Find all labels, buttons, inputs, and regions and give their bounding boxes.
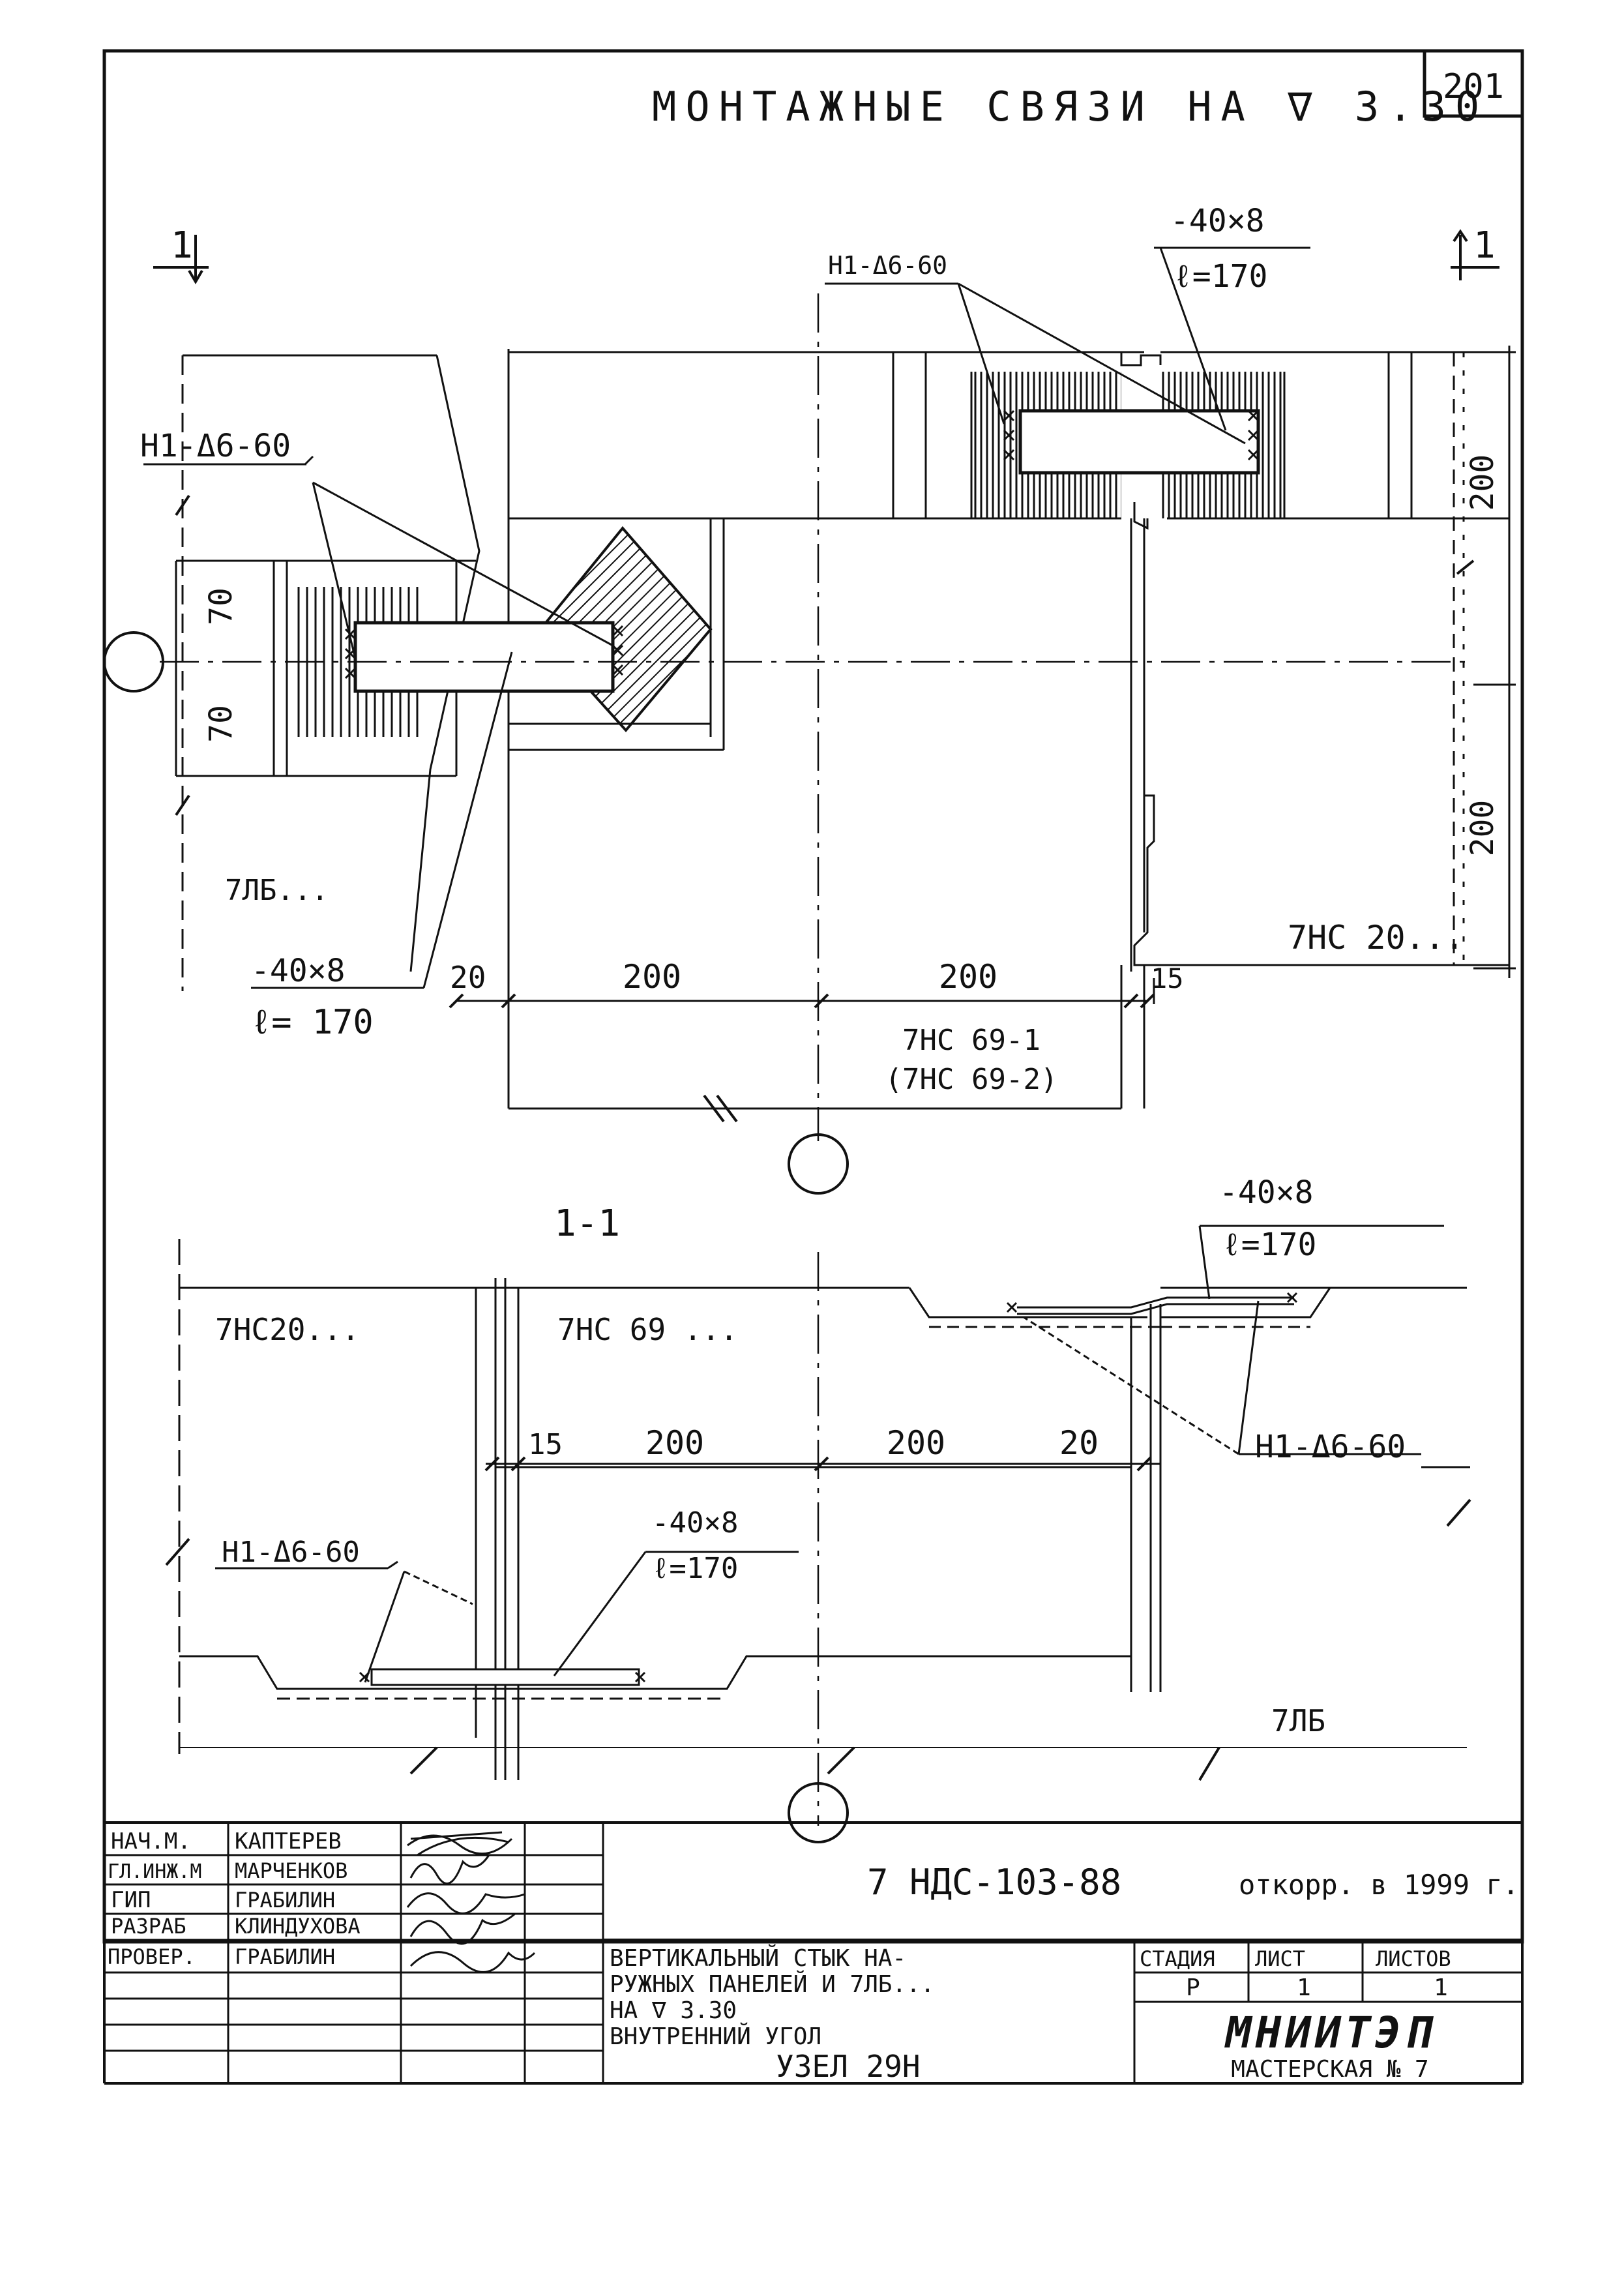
plan-dim-70-upper: 70	[203, 588, 239, 625]
tb-role-nach-m: НАЧ.М.	[111, 1828, 191, 1854]
plan-dim-70-lower: 70	[203, 705, 239, 743]
plan-plate-left-size: -40×8	[251, 953, 346, 989]
plan-weld-top-label: Н1-Δ6-60	[828, 251, 947, 280]
plan-weld-left-label: Н1-Δ6-60	[140, 428, 291, 464]
tb-name-marchenkov: МАРЧЕНКОВ	[235, 1858, 347, 1883]
tb-role-gl-inzh: ГЛ.ИНЖ.М	[108, 1860, 202, 1883]
tb-desc-line-1: ВЕРТИКАЛЬНЫЙ СТЫК НА-	[610, 1944, 906, 1972]
sheet-number-box	[1423, 49, 1524, 118]
tb-desc-line-3: НА ∇ 3.30	[610, 1997, 737, 2024]
section-dim-20: 20	[1059, 1424, 1099, 1462]
tb-sheet-label: ЛИСТ	[1255, 1946, 1305, 1971]
section-dim-200-a: 200	[645, 1424, 704, 1462]
section-plate-top-length: ℓ=170	[1222, 1227, 1316, 1263]
plan-plate-top-length: ℓ=170	[1174, 258, 1267, 295]
tb-desc-line-2: РУЖНЫХ ПАНЕЛЕЙ И 7ЛБ...	[610, 1971, 935, 1998]
plan-dim-200-right-lower: 200	[1464, 800, 1501, 857]
drawing-title: МОНТАЖНЫЕ СВЯЗИ НА ∇ 3.30	[652, 83, 1488, 130]
tb-role-prover: ПРОВЕР.	[108, 1944, 196, 1969]
tb-name-klindukhova: КЛИНДУХОВА	[235, 1914, 361, 1939]
section-plate-top-size: -40×8	[1219, 1174, 1314, 1211]
plan-dim-20: 20	[450, 960, 486, 995]
tb-role-gip: ГИП	[111, 1887, 151, 1913]
title-block	[103, 1821, 1524, 2085]
section-label-7ns69: 7НС 69 ...	[557, 1312, 738, 1347]
tb-stage-label: СТАДИЯ	[1140, 1946, 1215, 1971]
plan-label-7ns20: 7НС 20...	[1288, 919, 1464, 957]
section-dim-15: 15	[528, 1428, 563, 1461]
cut-mark-left: 1	[171, 224, 193, 267]
section-label-7ns20: 7НС20...	[215, 1312, 360, 1347]
section-weld-right-label: Н1-Δ6-60	[1255, 1429, 1406, 1465]
section-plate-bottom-size: -40×8	[652, 1506, 738, 1540]
plan-panel-mark-alt: (7НС 69-2)	[885, 1063, 1058, 1096]
tb-name-kapterev: КАПТЕРЕВ	[235, 1828, 342, 1854]
sheet-frame	[102, 49, 1524, 1944]
tb-desc-line-4: ВНУТРЕННИЙ УГОЛ	[610, 2023, 821, 2050]
tb-name-grabilin-1: ГРАБИЛИН	[235, 1888, 335, 1912]
plan-plate-top-size: -40×8	[1170, 203, 1265, 239]
plan-dim-200-a: 200	[623, 958, 681, 996]
tb-revision: откорр. в 1999 г.	[1239, 1869, 1519, 1901]
section-weld-marks	[359, 1292, 1298, 1683]
tb-workshop: МАСТЕРСКАЯ № 7	[1231, 2056, 1428, 2083]
tb-name-grabilin-2: ГРАБИЛИН	[235, 1944, 335, 1969]
plan-dim-200-right-upper: 200	[1464, 454, 1501, 511]
section-weld-left-label: Н1-Δ6-60	[222, 1536, 360, 1569]
tb-sheets-label: ЛИСТОВ	[1376, 1946, 1451, 1971]
plan-view	[103, 229, 1516, 1195]
plan-plate-left-length: ℓ= 170	[251, 1003, 374, 1042]
section-label-7lb: 7ЛБ	[1271, 1703, 1325, 1738]
plan-dim-200-b: 200	[939, 958, 997, 996]
tb-doc-code: 7 НДС-103-88	[867, 1862, 1121, 1903]
tb-stage: Р	[1186, 1974, 1200, 2001]
tb-node: УЗЕЛ 29Н	[776, 2049, 921, 2084]
sheet-number: 201	[1443, 67, 1504, 106]
cut-mark-right: 1	[1473, 224, 1496, 267]
plan-weld-marks	[344, 409, 1260, 679]
section-title: 1-1	[554, 1202, 620, 1245]
tb-role-razrab: РАЗРАБ	[111, 1914, 186, 1939]
plan-dim-15: 15	[1151, 962, 1184, 994]
section-dim-200-b: 200	[887, 1424, 945, 1462]
section-plate-bottom-length: ℓ=170	[652, 1552, 738, 1585]
plan-label-7lb: 7ЛБ...	[225, 874, 329, 907]
plan-panel-mark: 7НС 69-1	[902, 1024, 1041, 1057]
tb-org: МНИИТЭП	[1224, 2008, 1434, 2058]
tb-sheets: 1	[1434, 1974, 1448, 2001]
tb-sheet: 1	[1297, 1974, 1311, 2001]
section-view	[165, 1225, 1471, 1843]
